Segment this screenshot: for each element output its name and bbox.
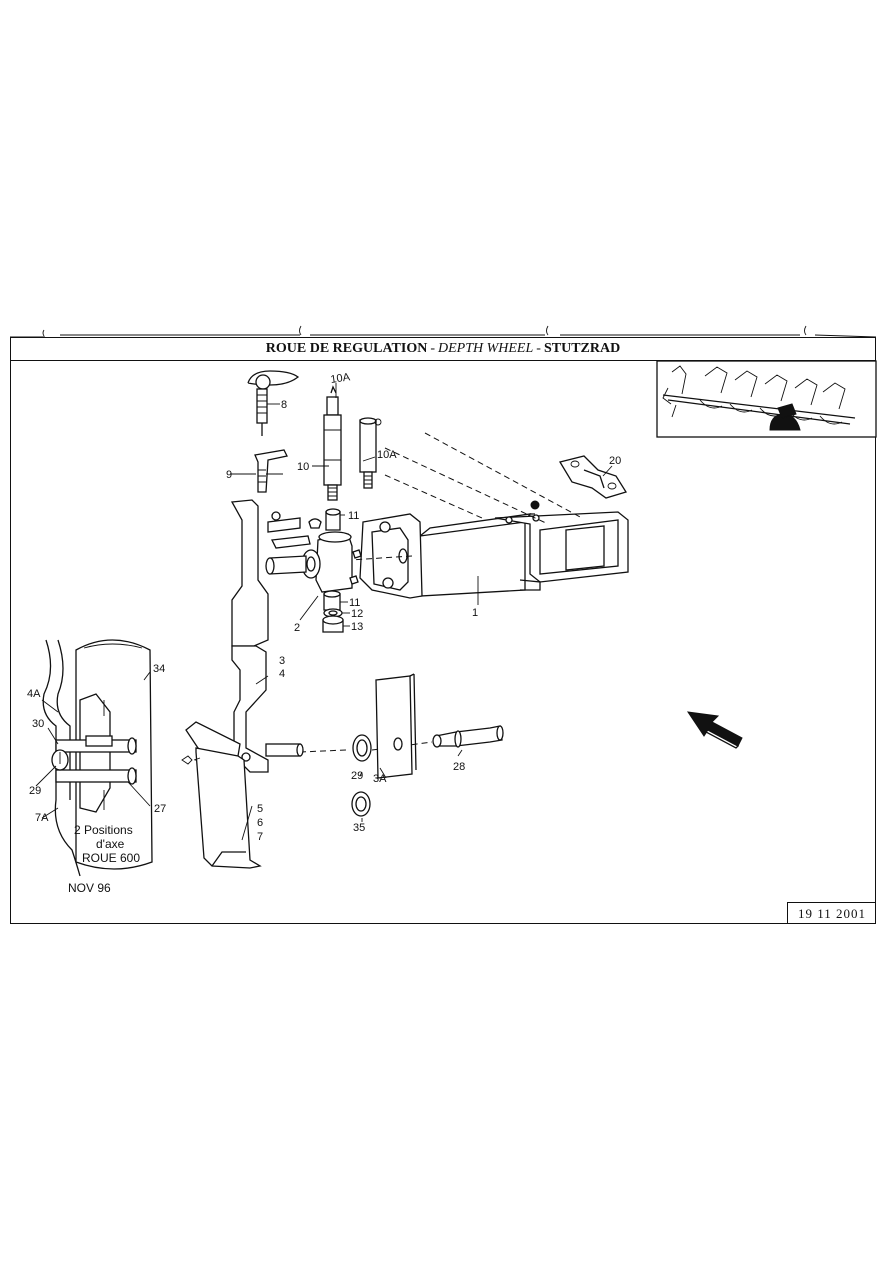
title-separator: -: [430, 340, 435, 356]
callout-3a: 3A: [373, 773, 387, 785]
callout-11-upper: 11: [348, 510, 359, 522]
wheel-detail: [42, 639, 153, 877]
callout-7: 7: [257, 831, 263, 843]
callout-27: 27: [154, 803, 166, 815]
callout-28: 28: [453, 761, 465, 773]
pivot-housing: [265, 511, 362, 593]
callout-3: 3: [279, 655, 285, 667]
beam-assembly: [359, 500, 629, 599]
note-positions-line1: 2 Positions: [74, 823, 133, 837]
callout-13: 13: [351, 621, 363, 633]
callout-6: 6: [257, 817, 263, 829]
title-english: DEPTH WHEEL: [438, 340, 534, 356]
callout-29-washer: 29: [351, 770, 363, 782]
stub-axle-parts: [351, 673, 504, 817]
sheet-frame: [10, 337, 876, 924]
title-separator: -: [536, 340, 541, 356]
leader-lines: [35, 383, 613, 841]
vertical-pin-stack: [322, 385, 382, 633]
direction-arrow-icon: [686, 711, 743, 749]
callout-10a: 10A: [377, 449, 397, 461]
callout-8: 8: [281, 399, 287, 411]
callout-5: 5: [257, 803, 263, 815]
callout-labels: 8 9 10 10A 10A 11 11 12 13 2 1 20 3 4 5 …: [27, 371, 621, 843]
callout-20: 20: [609, 455, 621, 467]
callout-11-lower: 11: [349, 597, 360, 609]
scan-marks: [10, 325, 877, 338]
plough-thumbnail: [656, 360, 877, 438]
scraper-blade: [181, 721, 262, 869]
callout-2: 2: [294, 622, 300, 634]
lynch-pin-and-handle: [247, 370, 300, 493]
callout-10: 10: [297, 461, 309, 473]
callout-34: 34: [153, 663, 165, 675]
note-positions-line3: ROUE 600: [82, 851, 140, 865]
title-french: ROUE DE REGULATION: [265, 340, 428, 356]
axle-position-note: 2 Positions d'axe ROUE 600 NOV 96: [68, 823, 140, 895]
callout-9: 9: [226, 469, 232, 481]
callout-35: 35: [353, 822, 365, 834]
diagram-title: ROUE DE REGULATION - DEPTH WHEEL - STUTZ…: [10, 337, 876, 361]
callout-1: 1: [472, 607, 478, 619]
callout-4: 4: [279, 668, 285, 680]
callout-12: 12: [351, 608, 363, 620]
revision-note: NOV 96: [68, 881, 111, 895]
callout-29-wheel: 29: [29, 785, 41, 797]
title-german: STUTZRAD: [543, 340, 621, 356]
note-positions-line2: d'axe: [96, 837, 125, 851]
callout-30: 30: [32, 718, 44, 730]
callout-4a: 4A: [27, 688, 41, 700]
date-stamp: 19 11 2001: [787, 902, 876, 924]
callout-10a-top: 10A: [330, 371, 352, 386]
clamp-bracket: [558, 455, 628, 499]
callout-7a: 7A: [35, 812, 49, 824]
